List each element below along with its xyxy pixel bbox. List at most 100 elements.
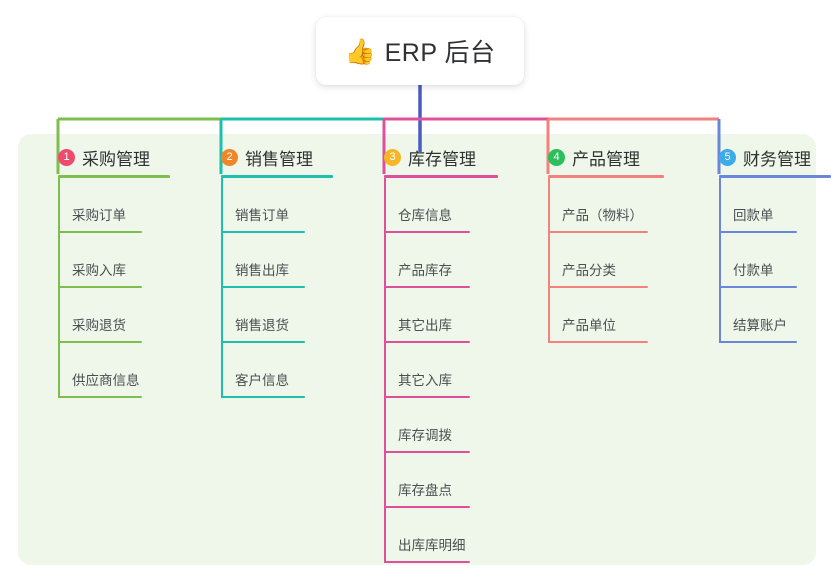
branch-index-badge: 4 bbox=[548, 148, 565, 166]
branch-item-list: 回款单付款单结算账户 bbox=[697, 178, 831, 343]
branch-spine bbox=[221, 178, 223, 398]
branch-item-list: 产品（物料） 产品分类产品单位 bbox=[526, 178, 664, 343]
branch-item-label: 产品（物料） bbox=[562, 208, 643, 223]
branch-item-list: 仓库信息产品库存其它出库其它入库库存调拨库存盘点出库库明细 bbox=[362, 178, 498, 563]
branch-index-badge: 5 bbox=[719, 148, 736, 166]
branch-spine bbox=[548, 178, 550, 343]
branch-item[interactable]: 产品单位 bbox=[526, 288, 664, 343]
branch-item[interactable]: 产品（物料） bbox=[526, 178, 664, 233]
branch-item-rule bbox=[58, 396, 142, 398]
branch-item[interactable]: 产品库存 bbox=[362, 233, 498, 288]
branch-item[interactable]: 供应商信息 bbox=[36, 343, 170, 398]
branch-item-label: 产品分类 bbox=[562, 263, 616, 278]
root-node-inner: 👍 ERP 后台 bbox=[344, 33, 495, 69]
branch-header-rule bbox=[58, 175, 170, 178]
branch-item-rule bbox=[548, 341, 648, 343]
branch-item[interactable]: 采购退货 bbox=[36, 288, 170, 343]
branch-item-rule bbox=[719, 341, 797, 343]
branch-index-badge: 2 bbox=[221, 148, 238, 166]
branch-item[interactable]: 结算账户 bbox=[697, 288, 831, 343]
branch-header-rule bbox=[221, 175, 333, 178]
thumbs-up-icon: 👍 bbox=[344, 36, 376, 66]
branch-spine bbox=[719, 178, 721, 343]
root-node-card[interactable]: 👍 ERP 后台 bbox=[316, 17, 524, 85]
branch-item-label: 库存盘点 bbox=[398, 483, 452, 498]
branch-item[interactable]: 仓库信息 bbox=[362, 178, 498, 233]
branch-item-label: 销售退货 bbox=[235, 318, 289, 333]
branch-spine bbox=[384, 178, 386, 563]
branch-item[interactable]: 其它出库 bbox=[362, 288, 498, 343]
branch-item-label: 销售订单 bbox=[235, 208, 289, 223]
branch-item[interactable]: 付款单 bbox=[697, 233, 831, 288]
branch-title: 库存管理 bbox=[408, 149, 476, 169]
branch-index-badge: 3 bbox=[384, 148, 401, 166]
branch-header-3[interactable]: 3 库存管理 bbox=[362, 145, 498, 169]
branch-item-label: 采购入库 bbox=[72, 263, 126, 278]
branch-item-label: 供应商信息 bbox=[72, 373, 140, 388]
branch-item[interactable]: 产品分类 bbox=[526, 233, 664, 288]
branch-item-rule bbox=[58, 286, 142, 288]
branch-column-1: 1 采购管理采购订单采购入库采购退货供应商信息 bbox=[36, 145, 170, 398]
branch-index-badge: 1 bbox=[58, 148, 75, 166]
branch-item[interactable]: 库存盘点 bbox=[362, 453, 498, 508]
branch-item[interactable]: 销售退货 bbox=[199, 288, 333, 343]
branch-item-rule bbox=[58, 341, 142, 343]
branch-item-label: 库存调拨 bbox=[398, 428, 452, 443]
branch-item-rule bbox=[384, 341, 470, 343]
branch-item-rule bbox=[221, 396, 305, 398]
branch-title: 产品管理 bbox=[572, 149, 640, 169]
branch-item[interactable]: 采购入库 bbox=[36, 233, 170, 288]
branch-item-rule bbox=[548, 231, 648, 233]
branch-item-list: 采购订单采购入库采购退货供应商信息 bbox=[36, 178, 170, 398]
branch-header-4[interactable]: 4 产品管理 bbox=[526, 145, 664, 169]
branch-item[interactable]: 客户信息 bbox=[199, 343, 333, 398]
branch-item-rule bbox=[384, 396, 470, 398]
content-panel bbox=[18, 134, 816, 565]
branch-item-label: 结算账户 bbox=[733, 318, 787, 333]
branch-item-label: 出库库明细 bbox=[398, 538, 466, 553]
branch-item-rule bbox=[221, 341, 305, 343]
branch-item-label: 采购退货 bbox=[72, 318, 126, 333]
branch-item-rule bbox=[719, 231, 797, 233]
branch-item-label: 回款单 bbox=[733, 208, 774, 223]
branch-item-rule bbox=[384, 561, 470, 563]
branch-item-rule bbox=[58, 231, 142, 233]
branch-item-label: 付款单 bbox=[733, 263, 774, 278]
branch-item[interactable]: 出库库明细 bbox=[362, 508, 498, 563]
branch-spine bbox=[58, 178, 60, 398]
branch-item[interactable]: 其它入库 bbox=[362, 343, 498, 398]
branch-item-rule bbox=[384, 231, 470, 233]
branch-item-label: 采购订单 bbox=[72, 208, 126, 223]
branch-item[interactable]: 回款单 bbox=[697, 178, 831, 233]
branch-item-label: 产品单位 bbox=[562, 318, 616, 333]
branch-column-4: 4 产品管理产品（物料） 产品分类产品单位 bbox=[526, 145, 664, 343]
branch-item[interactable]: 销售订单 bbox=[199, 178, 333, 233]
branch-item-label: 客户信息 bbox=[235, 373, 289, 388]
branch-item-rule bbox=[384, 506, 470, 508]
branch-item-list: 销售订单销售出库销售退货客户信息 bbox=[199, 178, 333, 398]
branch-item-rule bbox=[384, 451, 470, 453]
branch-header-rule bbox=[719, 175, 831, 178]
branch-item[interactable]: 采购订单 bbox=[36, 178, 170, 233]
branch-item-rule bbox=[384, 286, 470, 288]
branch-item-label: 销售出库 bbox=[235, 263, 289, 278]
branch-item-rule bbox=[221, 231, 305, 233]
branch-item-rule bbox=[221, 286, 305, 288]
branch-item-label: 其它入库 bbox=[398, 373, 452, 388]
branch-item-label: 仓库信息 bbox=[398, 208, 452, 223]
branch-title: 采购管理 bbox=[82, 149, 150, 169]
root-node-label: ERP 后台 bbox=[384, 39, 496, 67]
branch-item-label: 产品库存 bbox=[398, 263, 452, 278]
branch-item-label: 其它出库 bbox=[398, 318, 452, 333]
branch-header-rule bbox=[548, 175, 664, 178]
branch-header-rule bbox=[384, 175, 498, 178]
branch-item[interactable]: 库存调拨 bbox=[362, 398, 498, 453]
branch-item[interactable]: 销售出库 bbox=[199, 233, 333, 288]
branch-header-1[interactable]: 1 采购管理 bbox=[36, 145, 170, 169]
